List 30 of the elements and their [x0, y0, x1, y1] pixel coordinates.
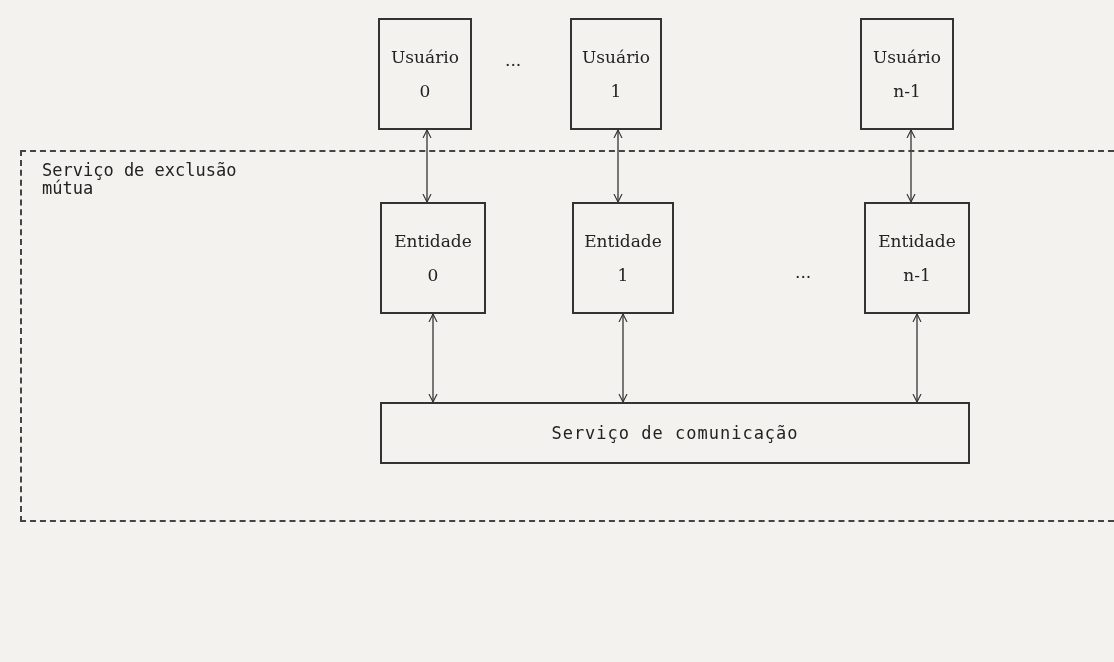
double-arrow: [906, 129, 916, 203]
node-index: n-1: [893, 81, 921, 101]
double-arrow: [618, 313, 628, 403]
double-arrow: [912, 313, 922, 403]
process-box: [572, 202, 674, 314]
ellipsis-label: ...: [505, 50, 522, 70]
node-title: Entidade: [584, 231, 662, 251]
process-box: [380, 202, 486, 314]
process-box: [570, 18, 662, 130]
node-title: Entidade: [394, 231, 472, 251]
double-arrow: [613, 129, 623, 203]
node-index: 0: [419, 81, 431, 101]
node-title: Usuário: [873, 47, 941, 67]
process-box: [378, 18, 472, 130]
double-arrow: [428, 313, 438, 403]
node-index: 1: [610, 81, 622, 101]
node-index: 0: [427, 265, 439, 285]
node-title: Serviço de comunicação: [551, 423, 799, 443]
node-title: Usuário: [391, 47, 459, 67]
node-title: Entidade: [878, 231, 956, 251]
process-box: [860, 18, 954, 130]
node-title: Usuário: [582, 47, 650, 67]
double-arrow: [422, 129, 432, 203]
process-box: [864, 202, 970, 314]
process-box: [380, 402, 970, 464]
dashed-boundary: [20, 150, 1114, 522]
ellipsis-label: ...: [795, 262, 812, 282]
node-index: 1: [617, 265, 629, 285]
group-label: Serviço de exclusão mútua: [42, 162, 238, 198]
node-index: n-1: [903, 265, 931, 285]
